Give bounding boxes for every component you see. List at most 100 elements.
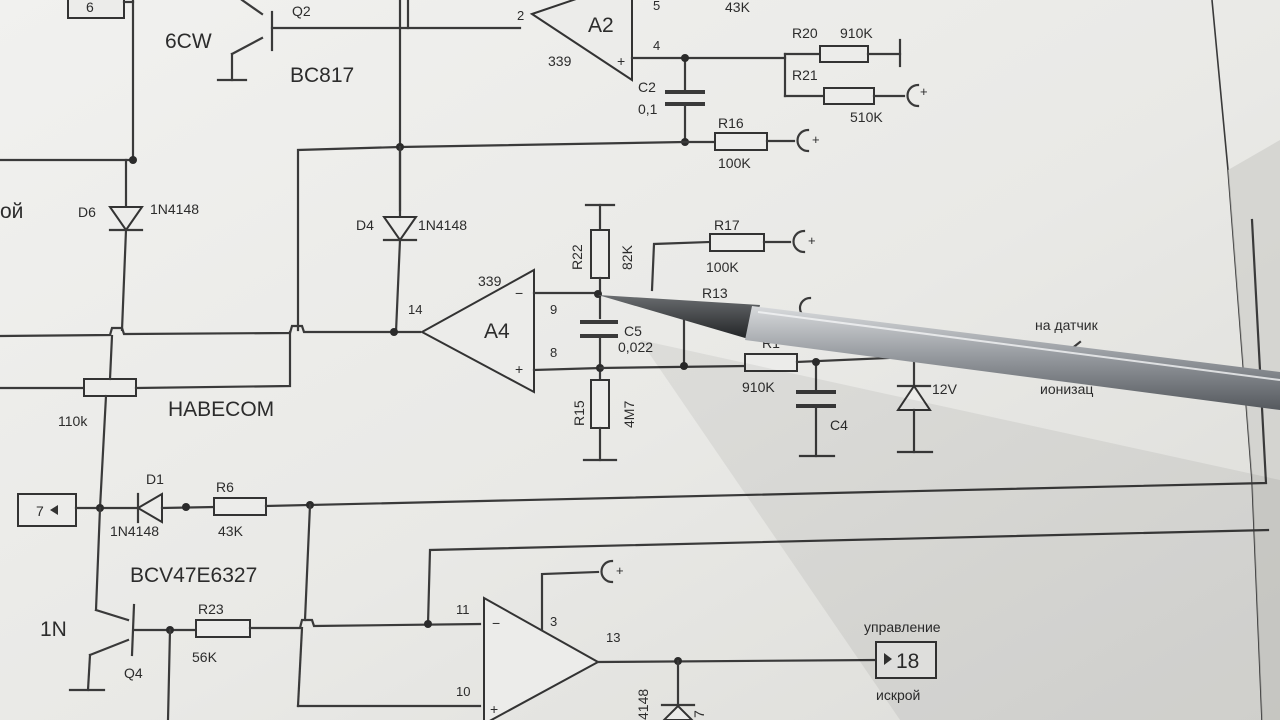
- a2-label: A2: [588, 14, 614, 37]
- q4-part-label: BCV47E6327: [130, 564, 257, 587]
- spark-note: искрой: [876, 687, 920, 703]
- top-section: 6 Q2 6CW BC817 A2 339 + 2 5 4 43K R20 91…: [67, 0, 928, 332]
- bottom-partial-label: 4148: [635, 689, 651, 720]
- a4-label: A4: [484, 320, 510, 343]
- q2-label: Q2: [292, 3, 311, 19]
- r15-label: R15: [571, 400, 587, 426]
- d6-label: D6: [78, 204, 96, 220]
- connector-7-arrow: [50, 505, 58, 515]
- r13-label: R13: [702, 285, 728, 301]
- trimmer-value: 110k: [58, 413, 88, 429]
- svg-text:+: +: [808, 233, 816, 248]
- r23-label: R23: [198, 601, 224, 617]
- plus-terminal-r16: [796, 128, 810, 153]
- svg-text:+: +: [812, 132, 820, 147]
- sensor-note-2: ионизац: [1040, 381, 1093, 397]
- left-partial-text: ой: [0, 200, 23, 223]
- trimmer-110k: [83, 378, 137, 397]
- resistor-r6: [213, 497, 267, 516]
- svg-text:+: +: [515, 361, 523, 377]
- r6-label: R6: [216, 479, 234, 495]
- top-res-value: 43K: [725, 0, 751, 15]
- plus-terminal-r17: [792, 229, 806, 254]
- pen-shadow: [640, 340, 1280, 720]
- pen-tip: [598, 295, 760, 340]
- r21-value: 510K: [850, 109, 883, 125]
- a2-pin5: 5: [653, 0, 660, 13]
- resistor-r22: [590, 229, 610, 279]
- a4-pin14: 14: [408, 302, 422, 317]
- q4-label: Q4: [124, 665, 143, 681]
- q4-type-label: 1N: [40, 618, 67, 641]
- connector-6-label: 6: [86, 0, 94, 15]
- r17-value: 100K: [706, 259, 739, 275]
- diode-bottom: [662, 704, 694, 720]
- svg-text:+: +: [920, 84, 928, 99]
- connector-18-label: 18: [896, 650, 919, 673]
- c2-label: C2: [638, 79, 656, 95]
- connector-6: [67, 0, 125, 19]
- habecom-label: HABECOM: [168, 398, 274, 421]
- comparator-a2: [529, 0, 633, 82]
- q2-type-label: 6CW: [165, 30, 212, 53]
- bottom-section: − + 11 10 3 13 + 4148 7 18 управление ис…: [424, 528, 1270, 720]
- resistor-r16: [714, 132, 768, 151]
- c5-value: 0,022: [618, 339, 653, 355]
- sheet-edge-shadow: [1228, 140, 1280, 720]
- a3-pin11: 11: [456, 602, 470, 617]
- a4-pin8: 8: [550, 345, 557, 360]
- a3-pin10: 10: [456, 684, 470, 699]
- a4-pin9: 9: [550, 302, 557, 317]
- connector-7: [17, 493, 77, 527]
- resistor-r15: [590, 379, 610, 429]
- bottom-pin-7: 7: [691, 710, 707, 718]
- svg-text:+: +: [617, 53, 625, 69]
- pen-pointer: [598, 295, 1280, 720]
- r6-value: 43K: [218, 523, 244, 539]
- svg-text:−: −: [492, 615, 500, 631]
- d4-label: D4: [356, 217, 374, 233]
- connector-18-arrow: [884, 653, 892, 665]
- a3-pin3: 3: [550, 614, 557, 629]
- r16-label: R16: [718, 115, 744, 131]
- d4-part: 1N4148: [418, 217, 467, 233]
- svg-text:−: −: [515, 285, 523, 301]
- resistor-r17: [709, 233, 765, 252]
- a2-pin2: 2: [517, 8, 524, 23]
- r15-value: 4M7: [621, 401, 637, 428]
- diode-d4: [382, 216, 418, 242]
- resistor-r23: [195, 619, 251, 638]
- connector-7-label: 7: [36, 503, 44, 519]
- d1-label: D1: [146, 471, 164, 487]
- a4-chip-label: 339: [478, 273, 502, 289]
- resistor-r20: [819, 45, 869, 63]
- d6-part: 1N4148: [150, 201, 199, 217]
- diode-d6: [108, 206, 144, 232]
- plus-terminal-r21: [906, 83, 920, 108]
- svg-text:+: +: [616, 563, 624, 578]
- r21-label: R21: [792, 67, 818, 83]
- svg-text:+: +: [490, 701, 498, 717]
- r14-value: 910K: [742, 379, 775, 395]
- r22-label: R22: [569, 244, 585, 270]
- d1-part: 1N4148: [110, 523, 159, 539]
- pen-barrel: [745, 306, 1280, 410]
- control-note: управление: [864, 619, 941, 635]
- r20-label: R20: [792, 25, 818, 41]
- c5-label: C5: [624, 323, 642, 339]
- a2-chip-label: 339: [548, 53, 572, 69]
- c2-value: 0,1: [638, 101, 658, 117]
- a2-pin4: 4: [653, 38, 660, 53]
- r22-value: 82K: [619, 244, 635, 270]
- zener-value: 12V: [932, 381, 958, 397]
- left-section: D6 1N4148 ой 110k HABECOM 7 D1 1N4148 R6…: [0, 156, 1268, 720]
- r23-value: 56K: [192, 649, 218, 665]
- r17-label: R17: [714, 217, 740, 233]
- r20-value: 910K: [840, 25, 873, 41]
- resistor-r21: [823, 87, 875, 105]
- sensor-note-1: на датчик: [1035, 317, 1099, 333]
- plus-terminal-a3: [600, 559, 614, 584]
- comparator-a4: [419, 268, 535, 394]
- q2-part-label: BC817: [290, 64, 354, 87]
